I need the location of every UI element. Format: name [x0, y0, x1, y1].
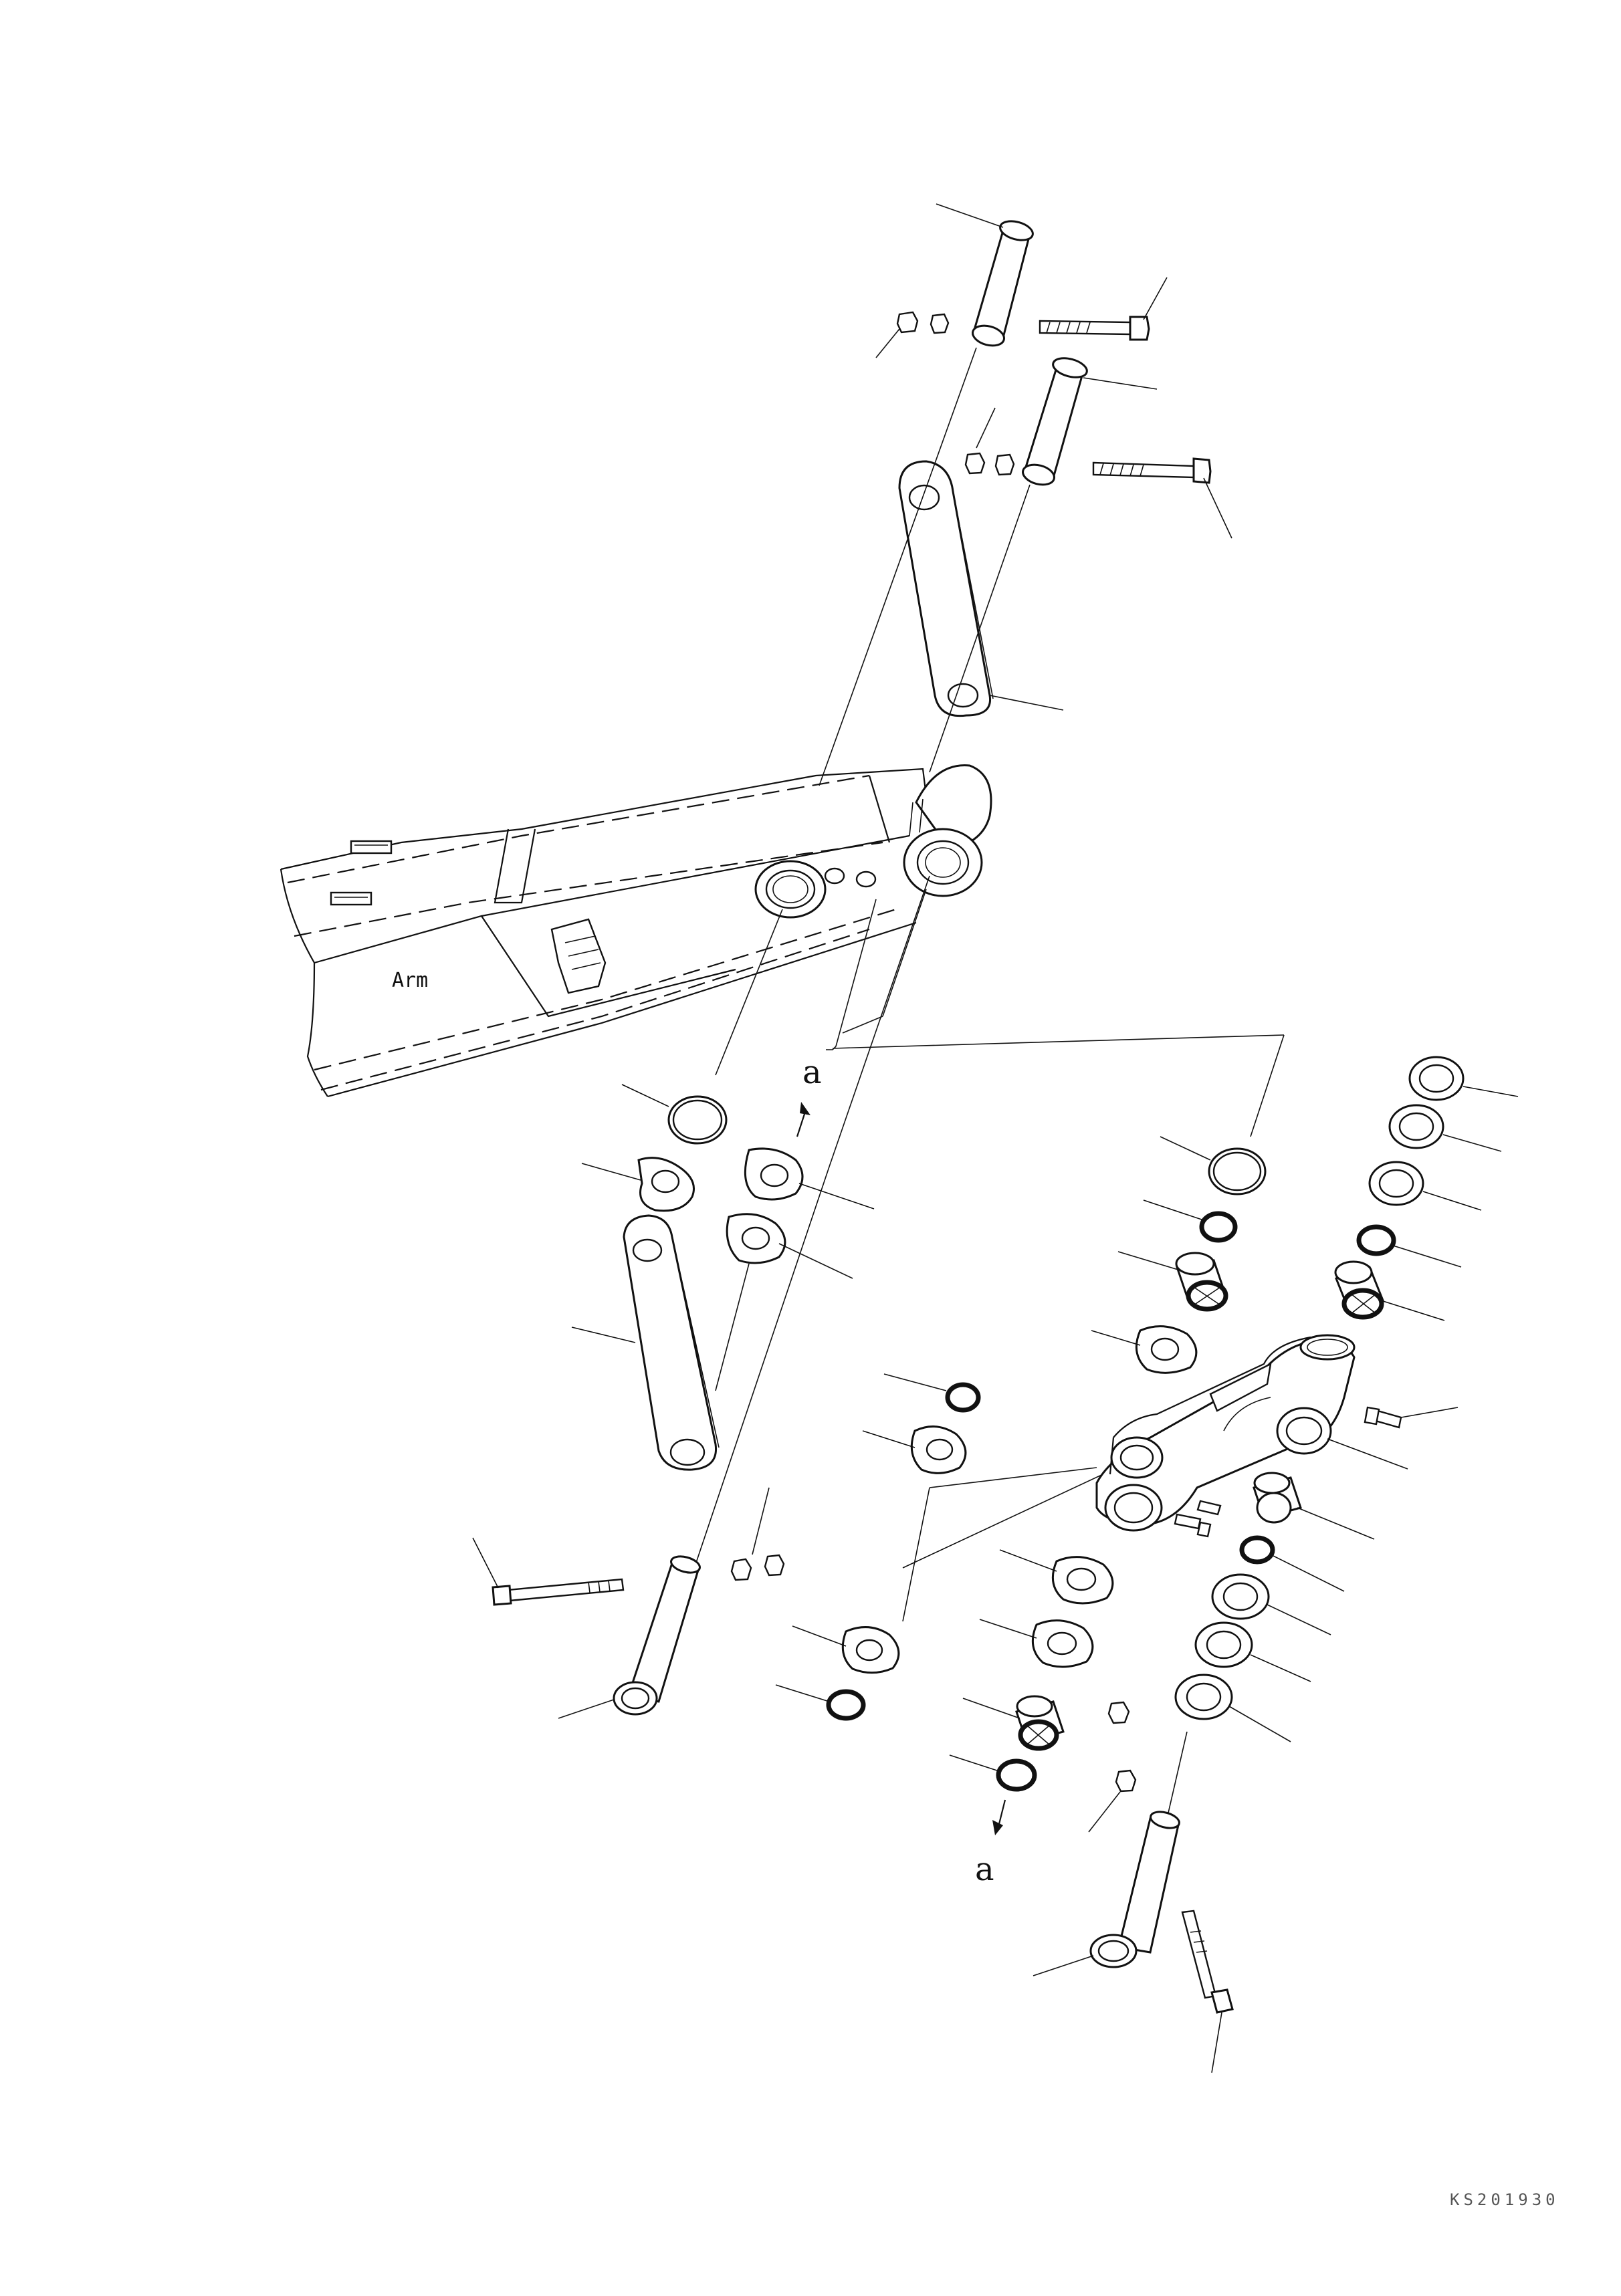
leader-lines: [695, 347, 1285, 1819]
drawing-code: KS201930: [1450, 2190, 1559, 2209]
mid-shim-2: [792, 1625, 900, 1674]
right-oring-3: [1239, 1535, 1345, 1592]
right-lower-shim-2: [1194, 1621, 1311, 1682]
arrow-a-top: a: [796, 1054, 822, 1137]
right-bushing-2: [1253, 1472, 1375, 1540]
top-bolt-1: [1039, 277, 1168, 341]
right-shim-1: [1091, 1325, 1198, 1374]
left-link: [571, 1214, 720, 1471]
top-link: [898, 460, 1064, 717]
right-stack-oring: [1356, 1224, 1462, 1268]
bell-crank-link: [1095, 1334, 1408, 1532]
right-lower-shim-1: [1211, 1573, 1331, 1635]
right-oring-1: [1160, 1136, 1267, 1195]
mid-oring-1: [883, 1373, 981, 1413]
right-bushing-1: [1117, 1251, 1228, 1312]
bottom-left-pin: [558, 1555, 701, 1719]
arm-label: Arm: [392, 969, 428, 992]
lower-shim-1: [999, 1549, 1114, 1605]
arrow-label-a-bottom: a: [975, 1851, 994, 1888]
mid-shim-1: [862, 1425, 967, 1474]
left-oring-1: [621, 1084, 728, 1145]
arrow-down-icon: [992, 1820, 1003, 1835]
lower-right-pin: [1033, 1811, 1180, 1976]
lower-right-bolt: [1181, 1910, 1234, 2073]
grease-fitting-1: [1364, 1406, 1458, 1429]
bottom-left-nuts: [730, 1487, 785, 1581]
lower-nuts: [1088, 1701, 1137, 1833]
left-shim-1: [581, 1157, 695, 1212]
left-shim-3: [726, 1213, 853, 1279]
right-stack-bushing: [1334, 1260, 1445, 1321]
lower-bushing: [962, 1695, 1065, 1751]
top-nuts-2: [964, 407, 1015, 476]
mid-oring-2: [775, 1684, 866, 1721]
top-pin-1: [936, 203, 1034, 347]
grease-fitting-2: [1174, 1500, 1222, 1538]
top-pin-2: [1022, 357, 1158, 486]
lower-shim-2: [979, 1619, 1094, 1668]
top-bolt-2: [1092, 457, 1232, 539]
arrow-label-a-top: a: [802, 1054, 822, 1091]
arm-body: Arm: [280, 764, 992, 1098]
arrow-a-bottom: a: [975, 1799, 1006, 1888]
right-stack-shim-2: [1388, 1104, 1502, 1152]
bottom-left-bolt: [472, 1537, 625, 1606]
right-oring-2: [1143, 1199, 1238, 1243]
top-nuts-1: [875, 311, 950, 358]
lower-oring: [949, 1754, 1037, 1792]
right-lower-shim-3: [1174, 1674, 1291, 1742]
left-shim-2: [744, 1147, 875, 1210]
right-stack-shim-1: [1408, 1056, 1519, 1101]
arrow-up-icon: [800, 1102, 810, 1115]
right-stack-shim-3: [1368, 1161, 1482, 1211]
